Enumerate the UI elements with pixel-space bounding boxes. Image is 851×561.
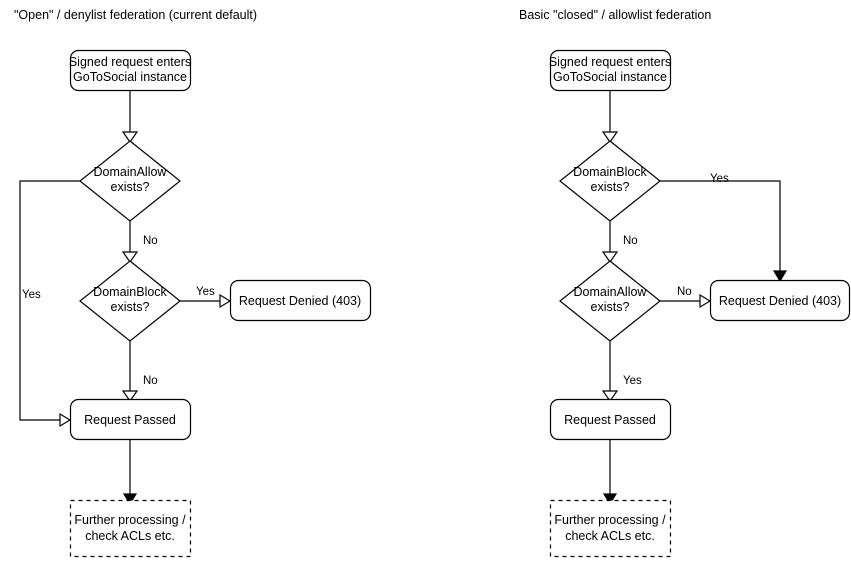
node-request-denied-left-shape (229, 279, 372, 322)
edge-label-domainallow-no-right: No (677, 286, 692, 298)
node-further-processing-right-line1: Further processing / (554, 513, 666, 527)
node-request-denied-left-label: Request Denied (403) (239, 294, 361, 308)
edge-entry-to-domainblock-right (601, 90, 619, 144)
node-decision-domainblock-left-line1: DomainBlock (93, 285, 167, 299)
node-entry-right-line1: Signed request enters (549, 55, 671, 69)
edge-label-domainblock-no-left: No (143, 375, 158, 387)
diagram-open-denylist: "Open" / denylist federation (current de… (14, 8, 372, 558)
edge-label-domainallow-yes-right: Yes (623, 375, 642, 387)
diagram-title-open-denylist: "Open" / denylist federation (current de… (14, 8, 257, 22)
arrowhead-open-icon (601, 390, 619, 403)
edge-label-domainblock-yes-left: Yes (196, 286, 215, 298)
node-decision-domainallow-right-line2: exists? (591, 300, 630, 314)
edge-entry-to-domainallow (121, 90, 139, 144)
arrowhead-filled-icon (772, 270, 788, 283)
arrowhead-open-icon (121, 251, 139, 264)
node-entry-left-line1: Signed request enters (69, 55, 191, 69)
edge-passed-to-further-left (122, 439, 138, 506)
node-decision-domainallow-left: DomainAllow exists? (79, 140, 181, 222)
arrowhead-filled-icon (602, 493, 618, 506)
arrowhead-open-icon (121, 131, 139, 144)
edge-label-domainallow-no-left: No (143, 235, 158, 247)
node-further-processing-right: Further processing / check ACLs etc. (549, 499, 672, 558)
node-decision-domainallow-right: DomainAllow exists? (559, 260, 661, 342)
node-decision-domainblock-left: DomainBlock exists? (79, 260, 181, 342)
edge-domainblock-yes-to-denied: Yes (180, 286, 232, 309)
arrowhead-open-icon (219, 293, 232, 309)
node-decision-domainallow-left-line1: DomainAllow (94, 165, 168, 179)
node-request-passed-left: Request Passed (69, 398, 192, 441)
node-further-processing-left-line2: check ACLs etc. (85, 529, 175, 543)
node-entry-left-line2: GoToSocial instance (73, 70, 187, 84)
node-request-passed-right: Request Passed (549, 398, 672, 441)
edge-label-domainallow-yes-left: Yes (22, 289, 41, 301)
diagram-closed-allowlist: Basic "closed" / allowlist federation Si… (519, 8, 851, 558)
node-request-denied-right: Request Denied (403) (709, 279, 851, 322)
arrowhead-filled-icon (122, 493, 138, 506)
edge-domainallow-no-to-denied-right: No (660, 286, 712, 309)
node-further-processing-left-line1: Further processing / (74, 513, 186, 527)
node-request-denied-left: Request Denied (403) (229, 279, 372, 322)
edge-domainblock-yes-to-denied-right: Yes (660, 173, 788, 283)
node-request-denied-right-label: Request Denied (403) (719, 294, 841, 308)
edge-label-domainblock-yes-right: Yes (710, 173, 729, 185)
node-decision-domainblock-right-line2: exists? (591, 180, 630, 194)
node-further-processing-left-shape (69, 499, 192, 558)
edge-domainallow-no-to-domainblock: No (121, 221, 158, 264)
node-further-processing-right-line2: check ACLs etc. (565, 529, 655, 543)
arrowhead-open-icon (601, 131, 619, 144)
node-request-passed-right-label: Request Passed (564, 413, 656, 427)
arrowhead-open-icon (121, 390, 139, 403)
diagram-title-closed-allowlist: Basic "closed" / allowlist federation (519, 8, 711, 22)
node-entry-right: Signed request enters GoToSocial instanc… (549, 49, 671, 92)
arrowhead-open-icon (699, 293, 712, 309)
node-decision-domainallow-right-line1: DomainAllow (574, 285, 648, 299)
node-decision-domainblock-right: DomainBlock exists? (559, 140, 661, 222)
node-decision-domainallow-left-line2: exists? (111, 180, 150, 194)
node-request-denied-right-shape (709, 279, 851, 322)
edge-domainallow-yes-to-passed-right: Yes (601, 341, 642, 403)
edge-domainallow-yes-to-passed: Yes (19, 180, 80, 428)
arrowhead-open-icon (59, 412, 72, 428)
node-further-processing-left: Further processing / check ACLs etc. (69, 499, 192, 558)
node-decision-domainblock-left-line2: exists? (111, 300, 150, 314)
node-further-processing-right-shape (549, 499, 672, 558)
edge-label-domainblock-no-right: No (623, 235, 638, 247)
arrowhead-open-icon (601, 251, 619, 264)
node-request-passed-left-label: Request Passed (84, 413, 176, 427)
edge-domainblock-no-to-domainallow-right: No (601, 221, 638, 264)
edge-passed-to-further-right (602, 439, 618, 506)
node-entry-left: Signed request enters GoToSocial instanc… (69, 49, 191, 92)
edge-domainblock-no-to-passed: No (121, 341, 158, 403)
node-decision-domainblock-right-line1: DomainBlock (573, 165, 647, 179)
node-entry-right-line2: GoToSocial instance (553, 70, 667, 84)
